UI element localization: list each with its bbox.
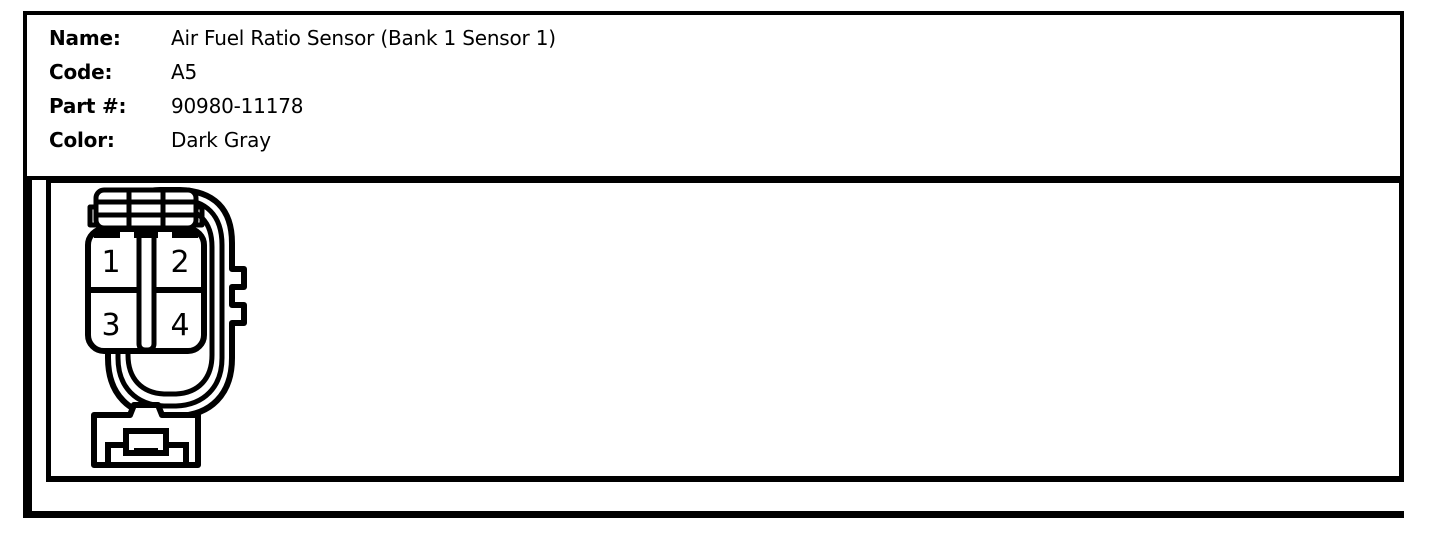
center-keyway-bar (136, 229, 157, 353)
pin-number-3: 3 (101, 308, 120, 343)
pin-number-4: 4 (170, 308, 189, 343)
latch-tab-3 (172, 229, 198, 238)
info-label-color: Color: (49, 128, 115, 152)
bottom-strip (32, 487, 1404, 518)
info-label-code: Code: (49, 60, 113, 84)
info-row-name: Name: Air Fuel Ratio Sensor (Bank 1 Sens… (49, 26, 556, 60)
latch-tab-1 (94, 229, 120, 238)
info-table: Name: Air Fuel Ratio Sensor (Bank 1 Sens… (49, 26, 556, 162)
left-vertical-rail (23, 180, 32, 518)
info-label-name: Name: (49, 26, 121, 50)
latch-tab-2 (134, 229, 158, 238)
pin-number-1: 1 (101, 245, 120, 280)
info-value-part-number: 90980-11178 (171, 94, 304, 118)
info-row-part-number: Part #: 90980-11178 (49, 94, 556, 128)
component-info-box: Name: Air Fuel Ratio Sensor (Bank 1 Sens… (23, 11, 1404, 180)
pin-number-2: 2 (170, 245, 189, 280)
info-value-color: Dark Gray (171, 128, 271, 152)
info-row-color: Color: Dark Gray (49, 128, 556, 162)
info-label-part-number: Part #: (49, 94, 127, 118)
connector-face-svg: 1 2 3 4 (85, 187, 247, 468)
connector-illustration: 1 2 3 4 (50, 183, 280, 478)
info-value-code: A5 (171, 60, 198, 84)
latch-body (93, 187, 199, 231)
info-value-name: Air Fuel Ratio Sensor (Bank 1 Sensor 1) (171, 26, 556, 50)
lock-tab-slot (134, 448, 158, 455)
connector-diagram-box (46, 178, 1404, 482)
info-row-code: Code: A5 (49, 60, 556, 94)
